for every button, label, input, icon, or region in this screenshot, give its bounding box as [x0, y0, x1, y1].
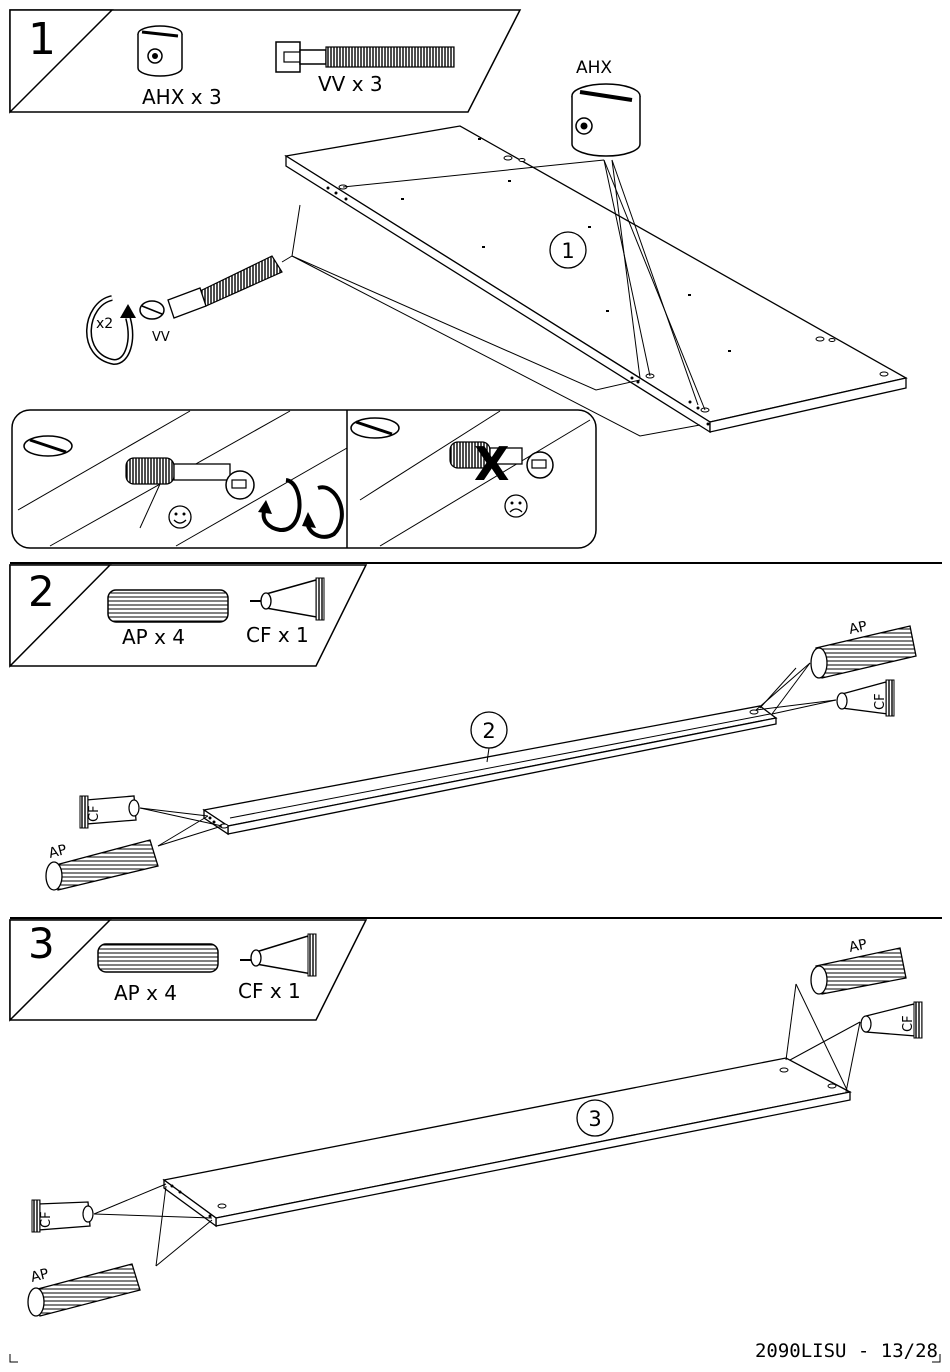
- smiley-face-icon: [169, 506, 191, 528]
- cf-callout-left: CF: [39, 1211, 54, 1228]
- panel-3-board: 3: [164, 1058, 850, 1226]
- panel-1-board: 1: [286, 126, 906, 436]
- step-2-number: 2: [28, 567, 55, 616]
- ahx-qty-label: AHX x 3: [142, 85, 222, 109]
- slot-top-view-icon: [351, 418, 399, 438]
- cf-callout-left: CF: [87, 805, 102, 822]
- ahx-callout-label: AHX: [576, 58, 612, 78]
- step-1: 1 AHX x 3 VV x 3 AHX: [10, 10, 906, 548]
- ap-callout-left: AP: [29, 1266, 50, 1286]
- page-reference: 2090LISU - 13/28: [755, 1340, 938, 1362]
- vv-bolt-insert-icon: [140, 256, 292, 319]
- step-2: 2 AP x 4 CF x 1 2: [10, 565, 916, 890]
- step-3: 3 AP x 4 CF x 1 3: [10, 919, 922, 1316]
- panel-2-board: 2: [204, 706, 776, 834]
- panel-1-label: 1: [561, 239, 574, 263]
- cf-qty-label: CF x 1: [238, 979, 301, 1003]
- slot-top-view-icon: [24, 436, 72, 456]
- vv-callout-label: VV: [152, 330, 170, 345]
- vv-qty-label: VV x 3: [318, 72, 383, 96]
- cf-callout-right: CF: [873, 693, 888, 710]
- cf-callout-right: CF: [901, 1015, 916, 1032]
- ap-callout-left: AP: [47, 842, 68, 862]
- orientation-detail-box: X: [12, 410, 596, 548]
- step-3-number: 3: [28, 919, 55, 968]
- ap-callout-right: AP: [848, 937, 869, 956]
- rotate-x2-icon: x2: [89, 298, 136, 362]
- panel-3-label: 3: [588, 1107, 601, 1131]
- panel-2-label: 2: [482, 719, 495, 743]
- ahx-cam-lock-large-icon: [572, 84, 640, 156]
- incorrect-x-mark: X: [474, 437, 509, 491]
- ap-dowel-right-icon: [811, 948, 906, 994]
- ap-callout-right: AP: [848, 619, 869, 638]
- ap-qty-label: AP x 4: [122, 625, 185, 649]
- step-1-number: 1: [28, 14, 56, 65]
- ahx-cam-lock-icon: [138, 26, 182, 76]
- cf-qty-label: CF x 1: [246, 623, 309, 647]
- sad-face-icon: [505, 495, 527, 517]
- ap-dowel-icon: [98, 944, 218, 972]
- rotate-x2-label: x2: [96, 316, 113, 332]
- ap-qty-label: AP x 4: [114, 981, 177, 1005]
- ap-dowel-icon: [108, 590, 228, 622]
